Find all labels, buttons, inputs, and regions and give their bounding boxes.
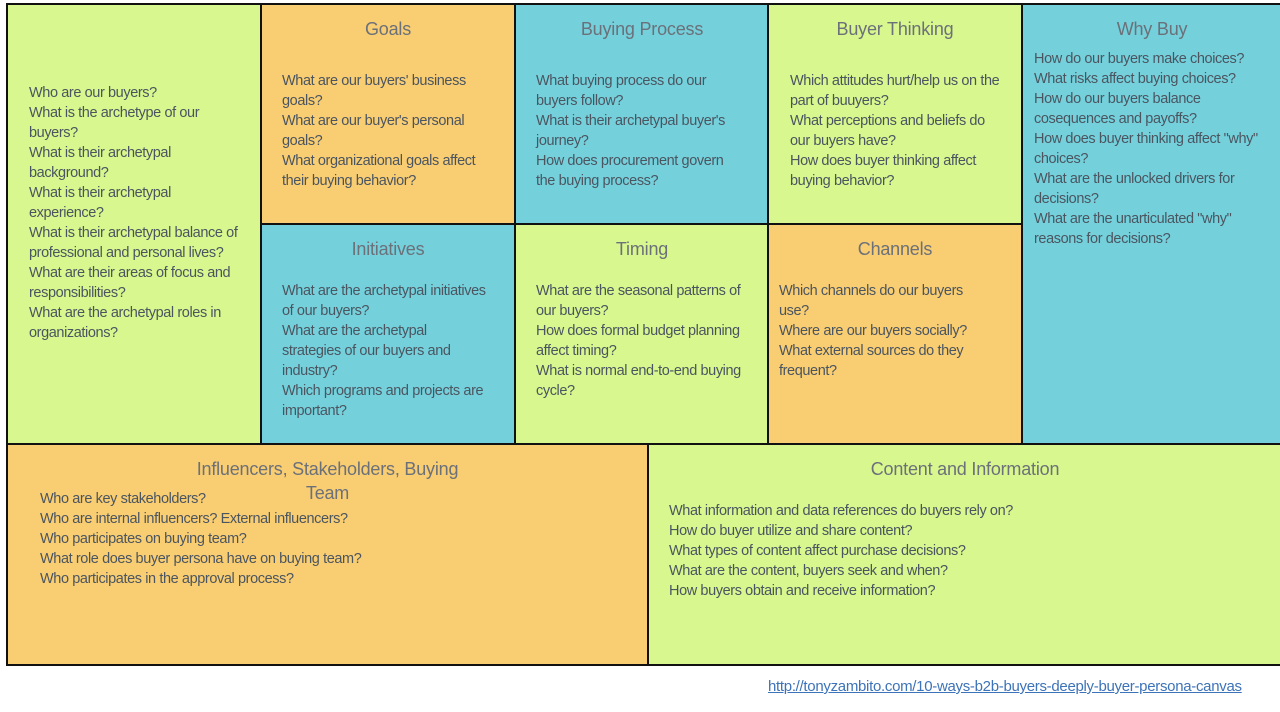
list-item: What are their areas of focus and respon… — [29, 265, 231, 301]
list-item: Which channels do our buyers use? — [779, 283, 963, 319]
cell-buyers: Who are our buyers? What is the archetyp… — [6, 3, 262, 445]
content-list: What information and data references do … — [669, 501, 1229, 601]
list-item: What risks affect buying choices? — [1034, 71, 1236, 87]
initiatives-list: What are the archetypal initiatives of o… — [282, 281, 487, 421]
list-item: How do our buyers balance cosequences an… — [1034, 91, 1201, 127]
list-item: What are the archetypal strategies of ou… — [282, 323, 451, 379]
timing-list: What are the seasonal patterns of our bu… — [536, 281, 761, 401]
list-item: What is normal end-to-end buying cycle? — [536, 363, 741, 399]
buyers-list: Who are our buyers? What is the archetyp… — [29, 83, 249, 343]
cell-influencers: Influencers, Stakeholders, Buying Team W… — [6, 443, 649, 666]
list-item: What information and data references do … — [669, 503, 1013, 519]
cell-title: Initiatives — [351, 239, 425, 259]
list-item: Which attitudes hurt/help us on the part… — [790, 73, 1000, 109]
list-item: How does buyer thinking affect buying be… — [790, 153, 977, 189]
list-item: What are the unarticulated "why" reasons… — [1034, 211, 1232, 247]
list-item: What are the unlocked drivers for decisi… — [1034, 171, 1235, 207]
influencers-list: Who are key stakeholders? Who are intern… — [40, 489, 600, 589]
list-item: What are the seasonal patterns of our bu… — [536, 283, 741, 319]
buyer-thinking-list: Which attitudes hurt/help us on the part… — [790, 71, 1000, 191]
list-item: Where are our buyers socially? — [779, 323, 967, 339]
list-item: What are the content, buyers seek and wh… — [669, 563, 948, 579]
cell-title: Goals — [364, 19, 412, 39]
list-item: What types of content affect purchase de… — [669, 543, 966, 559]
goals-list: What are our buyers' business goals? Wha… — [282, 71, 487, 191]
list-item: What are our buyers' business goals? — [282, 73, 466, 109]
list-item: Who are key stakeholders? — [40, 491, 206, 507]
list-item: What buying process do our buyers follow… — [536, 73, 707, 109]
buying-process-list: What buying process do our buyers follow… — [536, 71, 746, 191]
cell-goals: Goals What are our buyers' business goal… — [260, 3, 516, 225]
list-item: What are the archetypal initiatives of o… — [282, 283, 486, 319]
list-item: What is their archetypal balance of prof… — [29, 225, 238, 261]
list-item: Who are internal influencers? External i… — [40, 511, 348, 527]
list-item: What external sources do they frequent? — [779, 343, 964, 379]
list-item: What is their archetypal experience? — [29, 185, 171, 221]
list-item: Who participates in the approval process… — [40, 571, 294, 587]
list-item: How does buyer thinking affect "why" cho… — [1034, 131, 1258, 167]
list-item: What is their archetypal background? — [29, 145, 171, 181]
list-item: What are our buyer's personal goals? — [282, 113, 465, 149]
list-item: How does formal budget planning affect t… — [536, 323, 740, 359]
list-item: How do buyer utilize and share content? — [669, 523, 913, 539]
list-item: How buyers obtain and receive informatio… — [669, 583, 936, 599]
source-link[interactable]: http://tonyzambito.com/10-ways-b2b-buyer… — [768, 678, 1242, 695]
list-item: Which programs and projects are importan… — [282, 383, 484, 419]
cell-title: Buying Process — [580, 19, 704, 39]
list-item: What organizational goals affect their b… — [282, 153, 476, 189]
list-item: How do our buyers make choices? — [1034, 51, 1245, 67]
list-item: Who participates on buying team? — [40, 531, 247, 547]
cell-why-buy: Why Buy How do our buyers make choices? … — [1021, 3, 1280, 445]
cell-title: Timing — [615, 239, 669, 259]
cell-title: Content and Information — [870, 459, 1060, 479]
list-item: What is their archetypal buyer's journey… — [536, 113, 726, 149]
list-item: What perceptions and beliefs do our buye… — [790, 113, 985, 149]
cell-buyer-thinking: Buyer Thinking Which attitudes hurt/help… — [767, 3, 1023, 225]
channels-list: Which channels do our buyers use? Where … — [779, 281, 984, 381]
list-item: How does procurement govern the buying p… — [536, 153, 724, 189]
why-buy-list: How do our buyers make choices? What ris… — [1034, 49, 1259, 249]
list-item: Who are our buyers? — [29, 85, 157, 101]
cell-channels: Channels Which channels do our buyers us… — [767, 223, 1023, 445]
cell-title: Channels — [857, 239, 933, 259]
cell-title: Influencers, Stakeholders, Buying Team — [196, 459, 459, 503]
list-item: What are the archetypal roles in organiz… — [29, 305, 221, 341]
cell-buying-process: Buying Process What buying process do ou… — [514, 3, 770, 225]
cell-title: Buyer Thinking — [836, 19, 954, 39]
cell-title: Why Buy — [1116, 19, 1188, 39]
cell-initiatives: Initiatives What are the archetypal init… — [260, 223, 516, 445]
cell-content: Content and Information What information… — [647, 443, 1280, 666]
list-item: What is the archetype of our buyers? — [29, 105, 200, 141]
list-item: What role does buyer persona have on buy… — [40, 551, 362, 567]
cell-timing: Timing What are the seasonal patterns of… — [514, 223, 770, 445]
